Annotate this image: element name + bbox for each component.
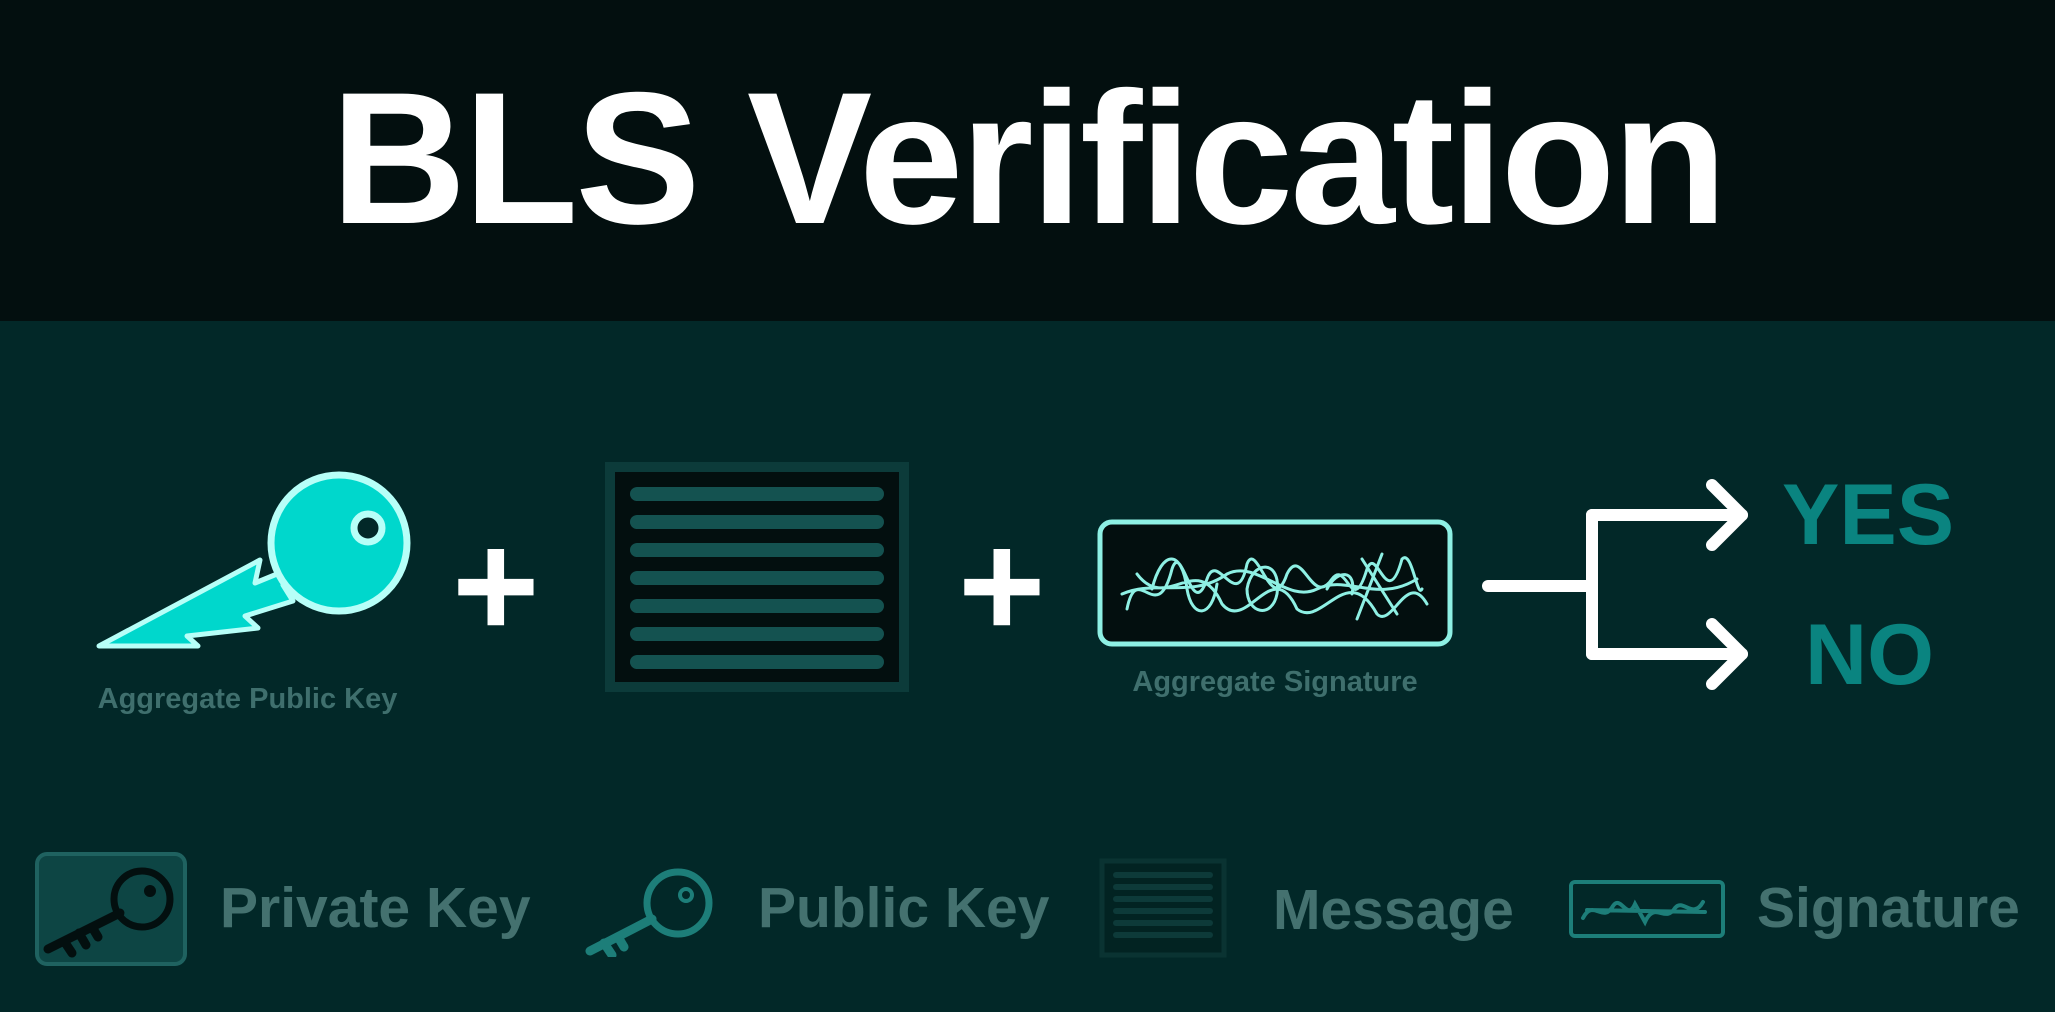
public-key-legend-icon: [585, 868, 713, 957]
diagram-area: [0, 321, 2055, 1012]
outcome-yes: YES: [1782, 467, 1955, 563]
aggregate-signature-icon: [1097, 519, 1453, 647]
plus-sign-2: +: [958, 501, 1046, 669]
legend-private-key-label: Private Key: [220, 876, 531, 940]
key-head: [267, 471, 411, 615]
message-icon: [605, 462, 909, 692]
plus-sign-1: +: [452, 501, 540, 669]
verification-branch-arrows: [1482, 479, 1748, 690]
legend-signature-label: Signature: [1757, 876, 2020, 940]
legend-public-key-label: Public Key: [758, 876, 1050, 940]
message-legend-icon: [1099, 858, 1227, 958]
lightning-bolt: [96, 553, 324, 649]
private-key-legend-icon: [35, 852, 187, 966]
legend-message-label: Message: [1273, 878, 1514, 942]
key-hole: [350, 510, 386, 546]
aggregate-signature-label: Aggregate Signature: [1132, 666, 1418, 698]
scribble: [1120, 552, 1429, 621]
page-title: BLS Verification: [330, 52, 1728, 263]
signature-legend-icon: [1569, 880, 1725, 938]
header-bar: BLS Verification: [0, 0, 2055, 321]
outcome-no: NO: [1805, 607, 1934, 703]
aggregate-public-key-icon: [96, 471, 411, 649]
no-arrowhead: [1706, 618, 1748, 690]
yes-arrowhead: [1706, 479, 1748, 551]
aggregate-public-key-label: Aggregate Public Key: [97, 683, 398, 715]
